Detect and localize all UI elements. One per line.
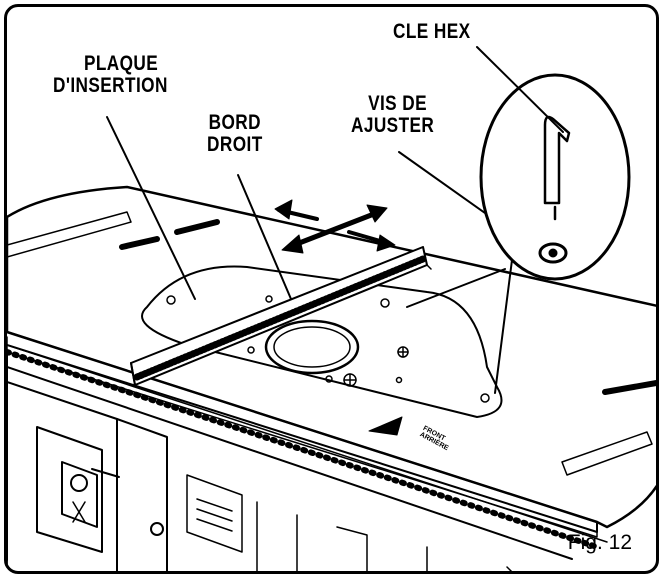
leader-insert-plate xyxy=(106,116,196,300)
magnifier-lines xyxy=(406,259,513,394)
label-hex-key: CLE HEX xyxy=(393,20,471,43)
hex-key-icon xyxy=(543,115,571,205)
screw-icon xyxy=(166,295,490,403)
label-insert-plate-line2: D'INSERTION xyxy=(53,74,168,97)
label-insert-plate-line1: PLAQUE xyxy=(83,52,159,75)
router-table-illustration xyxy=(7,46,656,571)
figure-frame: PLAQUE D'INSERTION BORD DROIT VIS DE AJU… xyxy=(4,4,659,574)
label-adjust-screw: VIS DE AJUSTER xyxy=(351,93,434,137)
figure-caption: Fig. 12 xyxy=(567,531,632,554)
right-scale xyxy=(561,431,653,476)
leader-straight-edge xyxy=(237,174,292,300)
power-switch xyxy=(61,461,98,528)
plate-opening xyxy=(264,319,360,375)
front-arrow-icon xyxy=(368,416,403,436)
label-adjust-screw-line2: AJUSTER xyxy=(351,114,435,137)
label-straight-edge-line2: DROIT xyxy=(207,133,263,156)
label-insert-plate: PLAQUE D'INSERTION xyxy=(53,53,168,97)
leader-hex-key xyxy=(476,46,564,133)
rail-scale xyxy=(7,349,600,550)
label-adjust-screw-line1: VIS DE xyxy=(368,92,428,115)
front-rail xyxy=(7,336,598,538)
ruler-ticks xyxy=(133,255,427,381)
label-straight-edge-line1: BORD xyxy=(208,111,261,134)
arrow-double-icon xyxy=(286,209,382,250)
table-base xyxy=(7,351,573,571)
label-straight-edge: BORD DROIT xyxy=(207,112,263,156)
left-scale xyxy=(7,211,132,258)
